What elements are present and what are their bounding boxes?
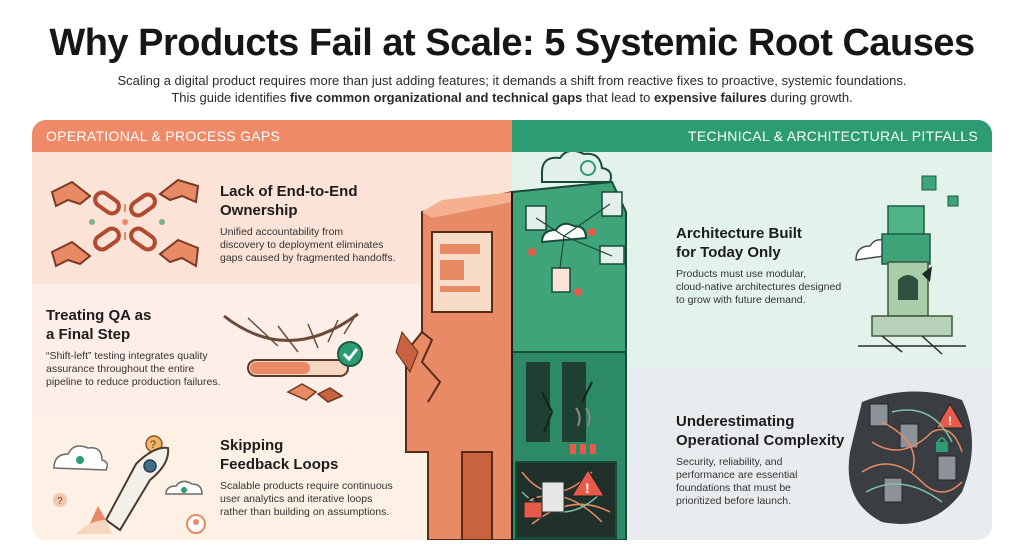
page-subtitle: Scaling a digital product requires more …	[0, 72, 1024, 106]
infographic-panel: Operational & Process Gaps Technical & A…	[32, 120, 992, 540]
desc-architecture-today: Products must use modular,cloud-native a…	[676, 268, 842, 306]
left-header-text: Operational & Process Gaps	[46, 128, 281, 144]
split-building-illustration: !	[395, 152, 627, 540]
rocket-icon: ? ?	[53, 435, 206, 534]
left-section-header: Operational & Process Gaps	[32, 120, 512, 152]
page-title: Why Products Fail at Scale: 5 Systemic R…	[49, 22, 975, 64]
svg-text:?: ?	[57, 496, 63, 507]
svg-text:!: !	[948, 414, 952, 428]
svg-text:!: !	[585, 480, 590, 496]
subtitle-line-2: This guide identifies five common organi…	[171, 90, 853, 105]
tangled-servers-icon: !	[848, 391, 972, 524]
subtitle-line-1: Scaling a digital product requires more …	[117, 73, 907, 88]
right-section-header: Technical & Architectural Pitfalls	[512, 120, 992, 152]
safety-net-icon	[223, 312, 363, 403]
broken-chain-icon	[50, 178, 200, 268]
svg-text:?: ?	[150, 439, 156, 451]
crumbling-tower-icon	[855, 175, 966, 355]
right-header-text: Technical & Architectural Pitfalls	[687, 128, 978, 144]
